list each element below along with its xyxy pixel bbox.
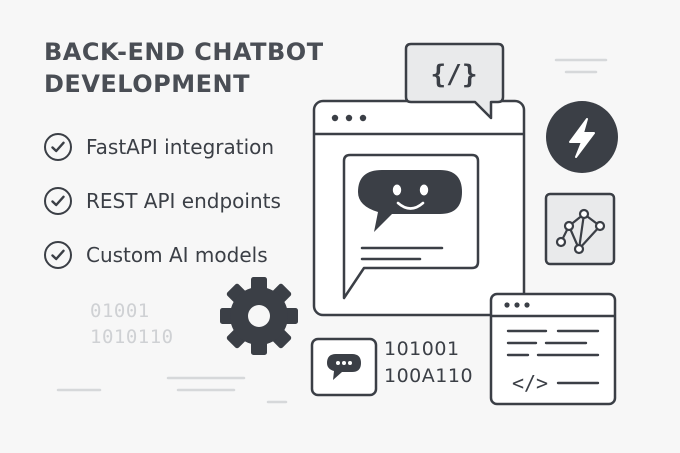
binary-text-right: 101001 100A110 bbox=[384, 338, 474, 387]
decorative-lines bbox=[56, 58, 608, 404]
code-bubble-text: {/} bbox=[431, 60, 478, 90]
chat-card bbox=[342, 153, 480, 300]
page-title: BACK-END CHATBOT DEVELOPMENT bbox=[44, 36, 324, 100]
title-line-2: DEVELOPMENT bbox=[44, 70, 250, 98]
feature-label: FastAPI integration bbox=[86, 135, 275, 159]
chat-bubble-icon bbox=[327, 354, 361, 380]
feature-list: FastAPI integration REST API endpoints C… bbox=[44, 120, 281, 282]
code-bubble-icon: {/} bbox=[404, 42, 505, 120]
code-window: </> bbox=[489, 292, 617, 406]
feature-item: REST API endpoints bbox=[44, 174, 281, 228]
gear-icon bbox=[220, 277, 298, 355]
binary-text-left: 01001 1010110 bbox=[90, 300, 174, 348]
small-chat-box bbox=[310, 337, 378, 397]
title-line-1: BACK-END CHATBOT bbox=[44, 38, 324, 66]
chatbot-face-icon bbox=[358, 170, 462, 232]
feature-label: REST API endpoints bbox=[86, 189, 281, 213]
feature-item: FastAPI integration bbox=[44, 120, 281, 174]
feature-label: Custom AI models bbox=[86, 243, 268, 267]
code-window-text: </> bbox=[512, 371, 548, 395]
check-circle-icon bbox=[44, 187, 72, 215]
check-circle-icon bbox=[44, 133, 72, 161]
feature-item: Custom AI models bbox=[44, 228, 281, 282]
lightning-icon bbox=[546, 101, 618, 173]
network-graph-icon bbox=[544, 192, 616, 266]
check-circle-icon bbox=[44, 241, 72, 269]
